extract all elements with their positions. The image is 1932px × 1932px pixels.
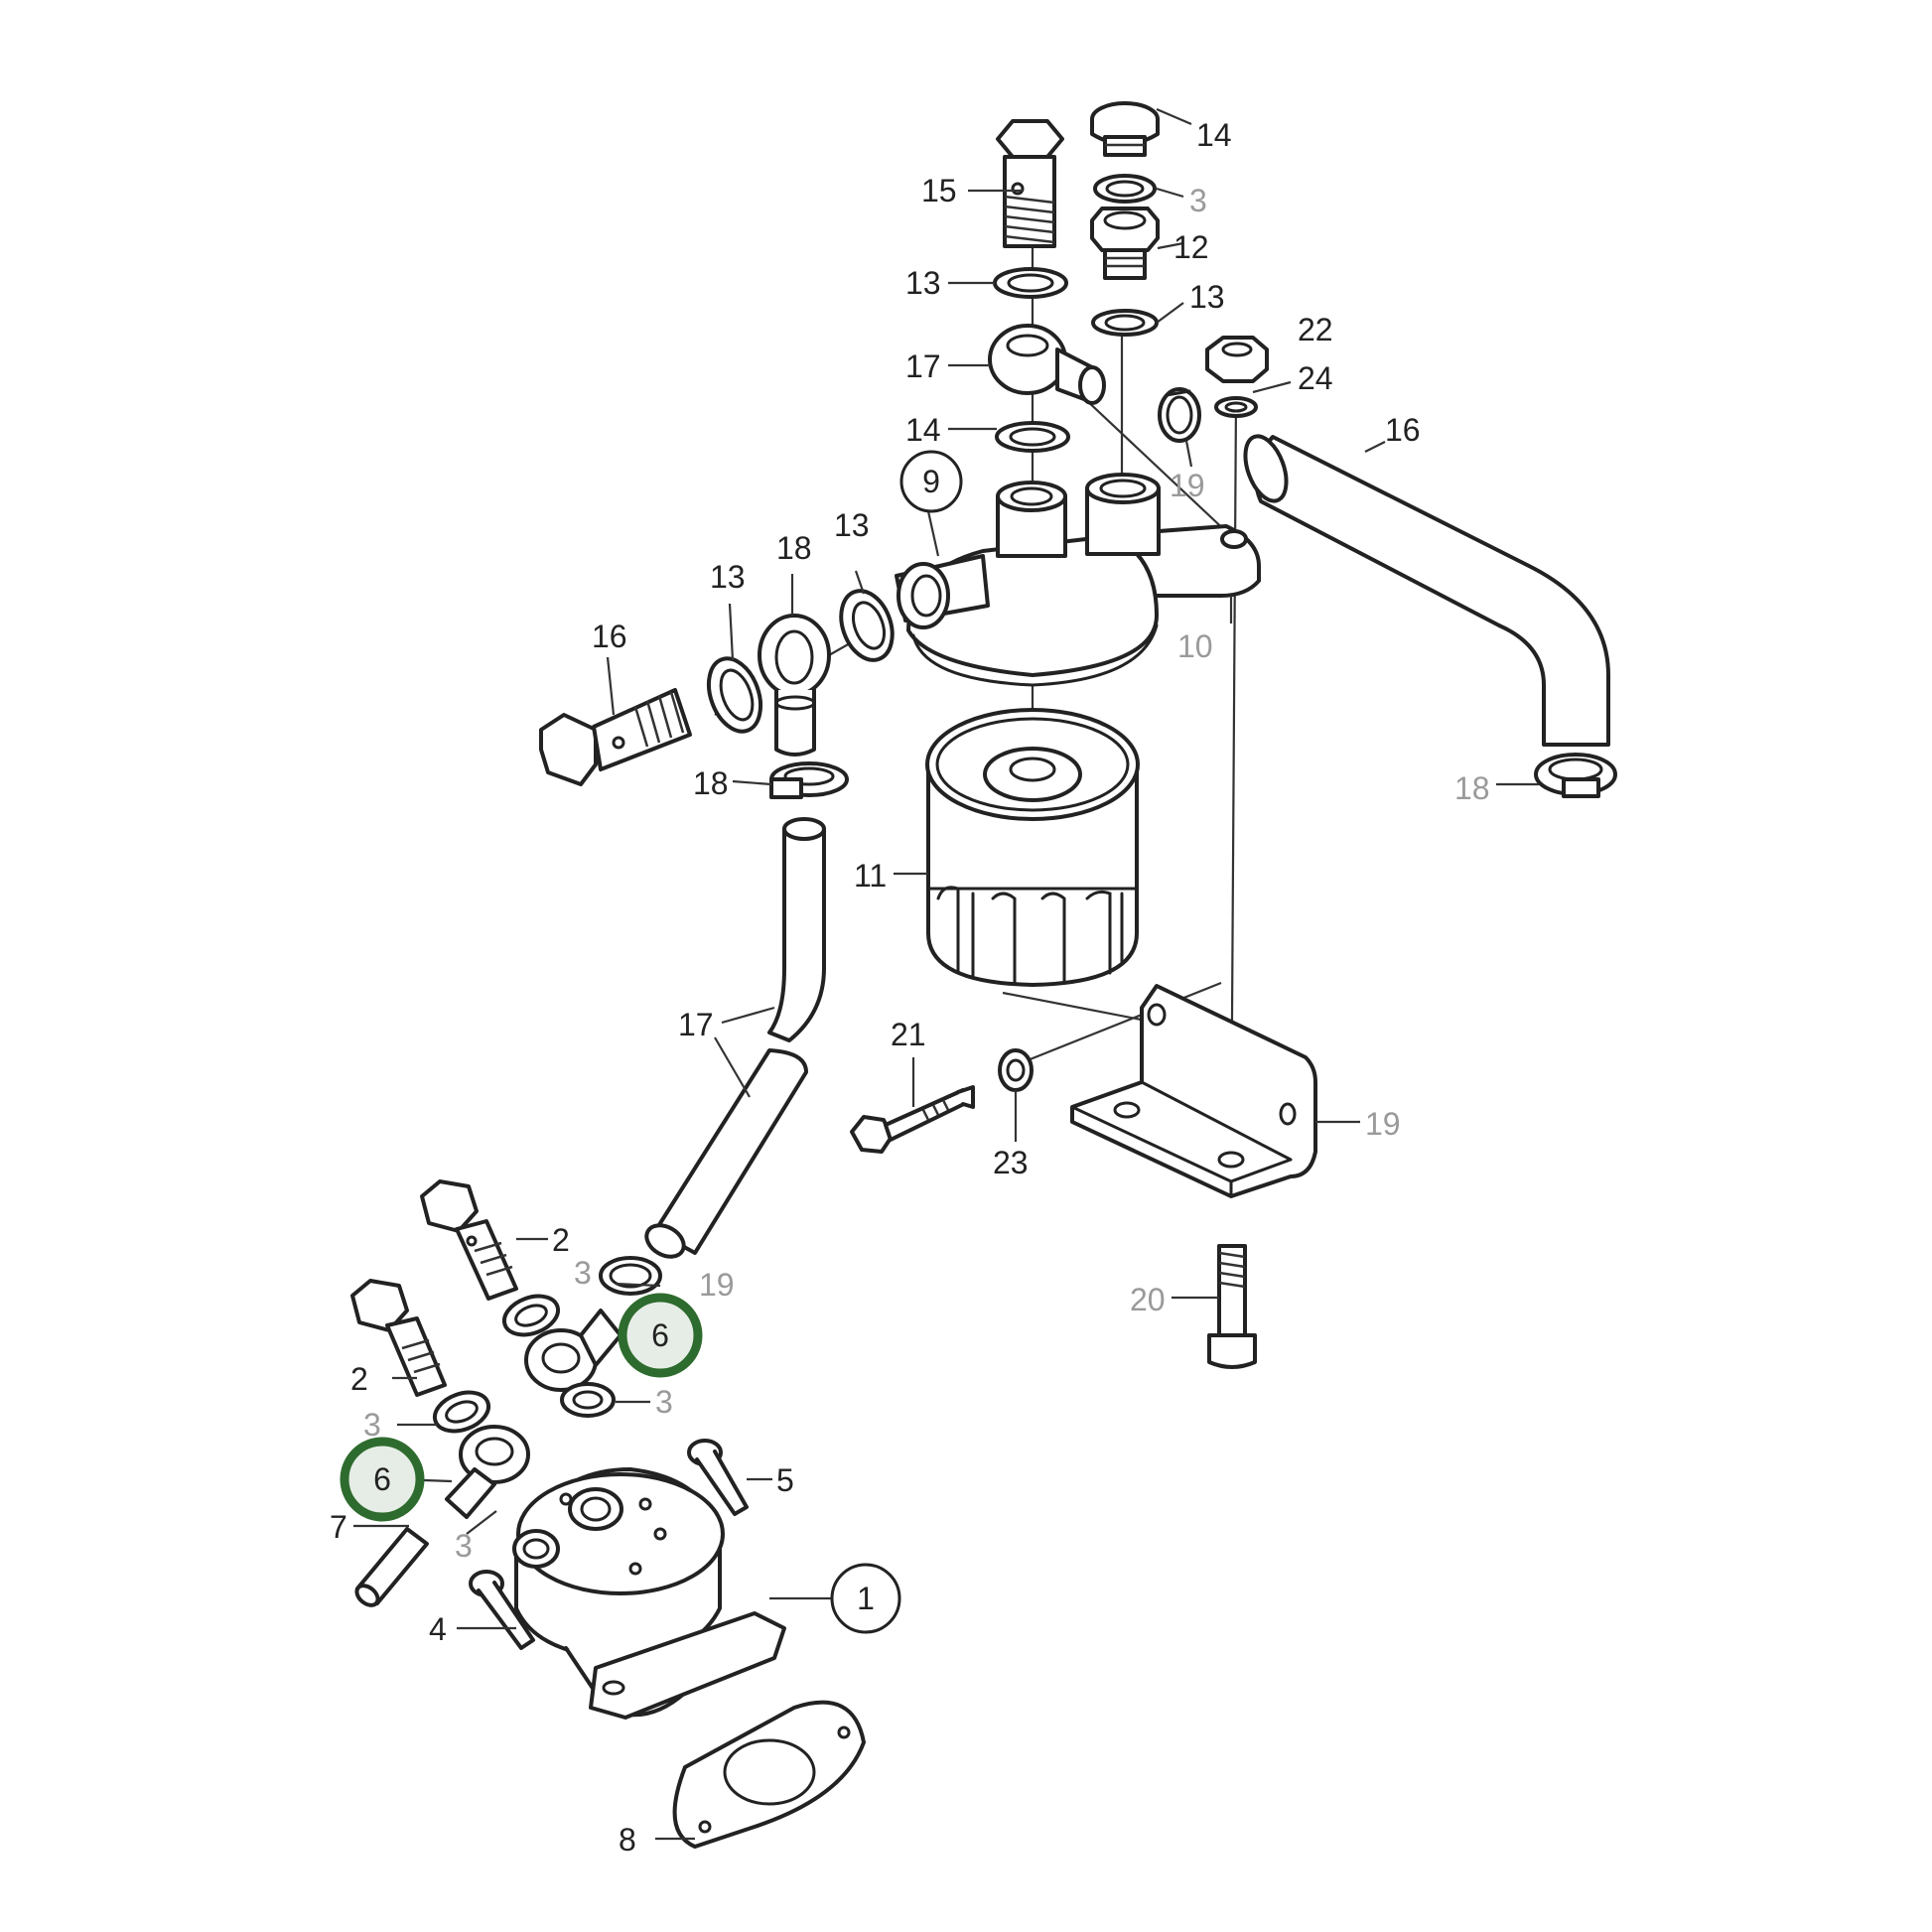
bolt-20	[1207, 1244, 1257, 1369]
clip-19-lower	[599, 1256, 662, 1296]
gasket-8	[672, 1700, 866, 1849]
label-13-washer-top: 13	[905, 265, 941, 301]
banjo-fitting-6-lower	[445, 1425, 530, 1519]
label-8-gasket: 8	[619, 1822, 636, 1858]
hose-clamp-18-right	[1534, 753, 1617, 798]
callout-6-lower-highlighted[interactable]: 6	[340, 1437, 425, 1522]
plug-14	[1090, 101, 1160, 157]
svg-text:6: 6	[373, 1461, 391, 1497]
label-15-banjo-bolt: 15	[921, 173, 957, 208]
label-leaders	[353, 107, 1539, 1841]
label-18-clamp-left: 18	[693, 765, 729, 801]
washer-3-upper	[501, 1294, 561, 1337]
label-16-banjo-bolt: 16	[592, 619, 627, 654]
label-2-bolt-upper: 2	[552, 1222, 570, 1258]
label-3-washer-top: 3	[1189, 183, 1207, 218]
label-13-washer-left-outer: 13	[710, 559, 746, 595]
sealing-washer-13-left-inner	[839, 589, 895, 662]
label-18-clamp-right: 18	[1454, 770, 1490, 806]
adapter-nut-12	[1090, 207, 1160, 280]
callout-9: 9	[899, 450, 963, 513]
banjo-bolt-16	[539, 688, 692, 786]
part-number-labels: 14 3 15 12 13 13 22 17 24 14 16 19 13 18…	[330, 117, 1490, 1858]
label-7-pipe: 7	[330, 1509, 347, 1545]
label-3-washer-right: 3	[655, 1384, 673, 1420]
label-14-plug: 14	[1196, 117, 1232, 153]
sealing-washer-3-top	[1093, 174, 1157, 204]
washer-3-lower	[432, 1390, 491, 1434]
svg-text:6: 6	[651, 1317, 669, 1353]
pipe-7	[354, 1527, 429, 1607]
banjo-fitting-17-top	[988, 324, 1106, 405]
hose-16-right	[1243, 434, 1610, 747]
washer-23	[998, 1048, 1034, 1092]
label-11-filter: 11	[854, 858, 887, 894]
sealing-washer-13-top	[993, 267, 1068, 299]
label-14-washer: 14	[905, 412, 941, 448]
label-12-adapter: 12	[1173, 229, 1209, 265]
label-13-washer-left-inner: 13	[834, 507, 870, 543]
label-22-nut: 22	[1298, 312, 1333, 347]
hose-clamp-18-left	[769, 761, 849, 799]
label-2-bolt-lower: 2	[350, 1361, 368, 1397]
label-10-filter-head: 10	[1177, 628, 1213, 664]
banjo-bolt-2-upper	[420, 1179, 518, 1301]
lock-washer-24	[1214, 396, 1258, 418]
sealing-washer-14-mid	[995, 421, 1070, 453]
filter-head-10	[895, 473, 1261, 687]
label-20-bolt: 20	[1130, 1282, 1166, 1317]
label-17-banjo-fitting: 17	[905, 348, 941, 384]
callout-6-upper-highlighted[interactable]: 6	[618, 1293, 703, 1378]
nut-22	[1205, 336, 1269, 383]
label-23-washer: 23	[993, 1145, 1029, 1180]
label-19-clip-top: 19	[1170, 468, 1205, 503]
label-24-washer: 24	[1298, 360, 1333, 396]
svg-text:9: 9	[922, 464, 940, 499]
label-19-bracket: 19	[1365, 1106, 1401, 1142]
screw-4	[469, 1570, 535, 1650]
label-18-banjo-fitting: 18	[776, 530, 812, 566]
banjo-bolt-15	[996, 119, 1064, 248]
label-17-hose: 17	[678, 1007, 714, 1042]
label-4-screw: 4	[429, 1611, 447, 1647]
banjo-fitting-18	[758, 614, 831, 757]
label-19-clip-lower: 19	[699, 1267, 735, 1303]
label-5-screw: 5	[776, 1462, 794, 1498]
label-3-washer-pump: 3	[455, 1528, 473, 1564]
banjo-bolt-2-lower	[350, 1279, 447, 1397]
hose-clip-19-top	[1158, 387, 1201, 443]
sealing-washer-13-left-outer	[706, 656, 763, 734]
mounting-bracket-19	[1070, 984, 1317, 1198]
label-3-washer-upper: 3	[574, 1255, 592, 1291]
screw-5	[687, 1439, 749, 1516]
screw-21	[850, 1085, 975, 1154]
sealing-washer-13-right	[1091, 309, 1159, 337]
label-16-hose-right: 16	[1385, 412, 1421, 448]
callout-1: 1	[830, 1563, 901, 1634]
washer-3-right	[560, 1382, 616, 1418]
filter-cartridge-11	[925, 708, 1140, 987]
svg-text:1: 1	[857, 1581, 875, 1616]
hose-17-centre	[644, 817, 826, 1259]
label-13-washer-right: 13	[1189, 279, 1225, 315]
pump-body-1	[512, 1467, 786, 1720]
label-3-washer-lower: 3	[363, 1407, 381, 1443]
label-21-screw: 21	[891, 1017, 926, 1052]
